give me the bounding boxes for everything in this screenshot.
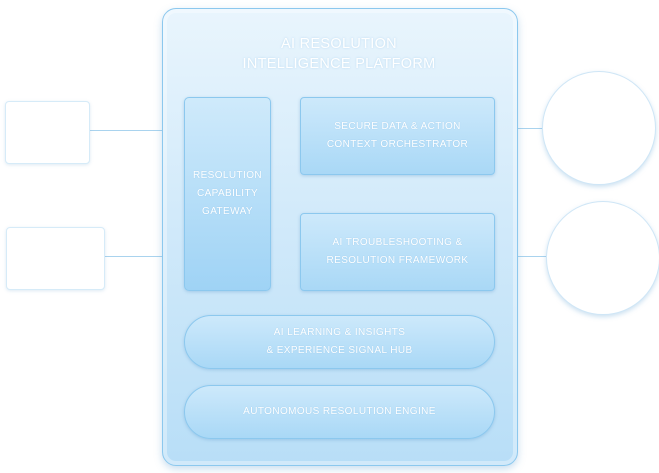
engine-label-line1: AUTONOMOUS RESOLUTION ENGINE bbox=[243, 406, 436, 417]
gateway-label: RESOLUTION CAPABILITY GATEWAY bbox=[193, 167, 263, 221]
resolution-capability-gateway: RESOLUTION CAPABILITY GATEWAY bbox=[184, 97, 271, 291]
left-input-box-top bbox=[5, 101, 90, 164]
autonomous-resolution-engine: AUTONOMOUS RESOLUTION ENGINE bbox=[184, 385, 495, 439]
secure-data-orchestrator: SECURE DATA & ACTION CONTEXT ORCHESTRATO… bbox=[300, 97, 495, 175]
troubleshooting-label-line2: RESOLUTION FRAMEWORK bbox=[326, 255, 469, 266]
troubleshooting-framework: AI TROUBLESHOOTING & RESOLUTION FRAMEWOR… bbox=[300, 213, 495, 291]
platform-title-line1: AI RESOLUTION bbox=[281, 36, 397, 52]
left-input-box-bottom bbox=[6, 227, 105, 290]
gateway-label-line3: GATEWAY bbox=[202, 206, 253, 217]
connector-left-bottom bbox=[104, 256, 162, 257]
gateway-label-line1: RESOLUTION bbox=[192, 170, 262, 181]
connector-right-bottom bbox=[495, 256, 549, 257]
learning-label-line2: & EXPERIENCE SIGNAL HUB bbox=[266, 345, 413, 356]
platform-title: AI RESOLUTION INTELLIGENCE PLATFORM bbox=[162, 34, 516, 74]
troubleshooting-label: AI TROUBLESHOOTING & RESOLUTION FRAMEWOR… bbox=[327, 234, 469, 270]
learning-insights-hub: AI LEARNING & INSIGHTS & EXPERIENCE SIGN… bbox=[184, 315, 495, 369]
secure-data-label: SECURE DATA & ACTION CONTEXT ORCHESTRATO… bbox=[327, 118, 468, 154]
platform-title-line2: INTELLIGENCE PLATFORM bbox=[242, 56, 436, 72]
gateway-label-line2: CAPABILITY bbox=[196, 188, 259, 199]
learning-label: AI LEARNING & INSIGHTS & EXPERIENCE SIGN… bbox=[266, 324, 412, 360]
learning-label-line1: AI LEARNING & INSIGHTS bbox=[273, 327, 406, 338]
right-output-circle-top bbox=[542, 71, 656, 185]
secure-data-label-line1: SECURE DATA & ACTION bbox=[334, 121, 461, 132]
right-output-circle-bottom bbox=[546, 201, 659, 315]
connector-left-top bbox=[90, 130, 162, 131]
secure-data-label-line2: CONTEXT ORCHESTRATOR bbox=[326, 139, 469, 150]
connector-right-top bbox=[495, 128, 543, 129]
troubleshooting-label-line1: AI TROUBLESHOOTING & bbox=[332, 237, 463, 248]
engine-label: AUTONOMOUS RESOLUTION ENGINE bbox=[243, 403, 436, 421]
